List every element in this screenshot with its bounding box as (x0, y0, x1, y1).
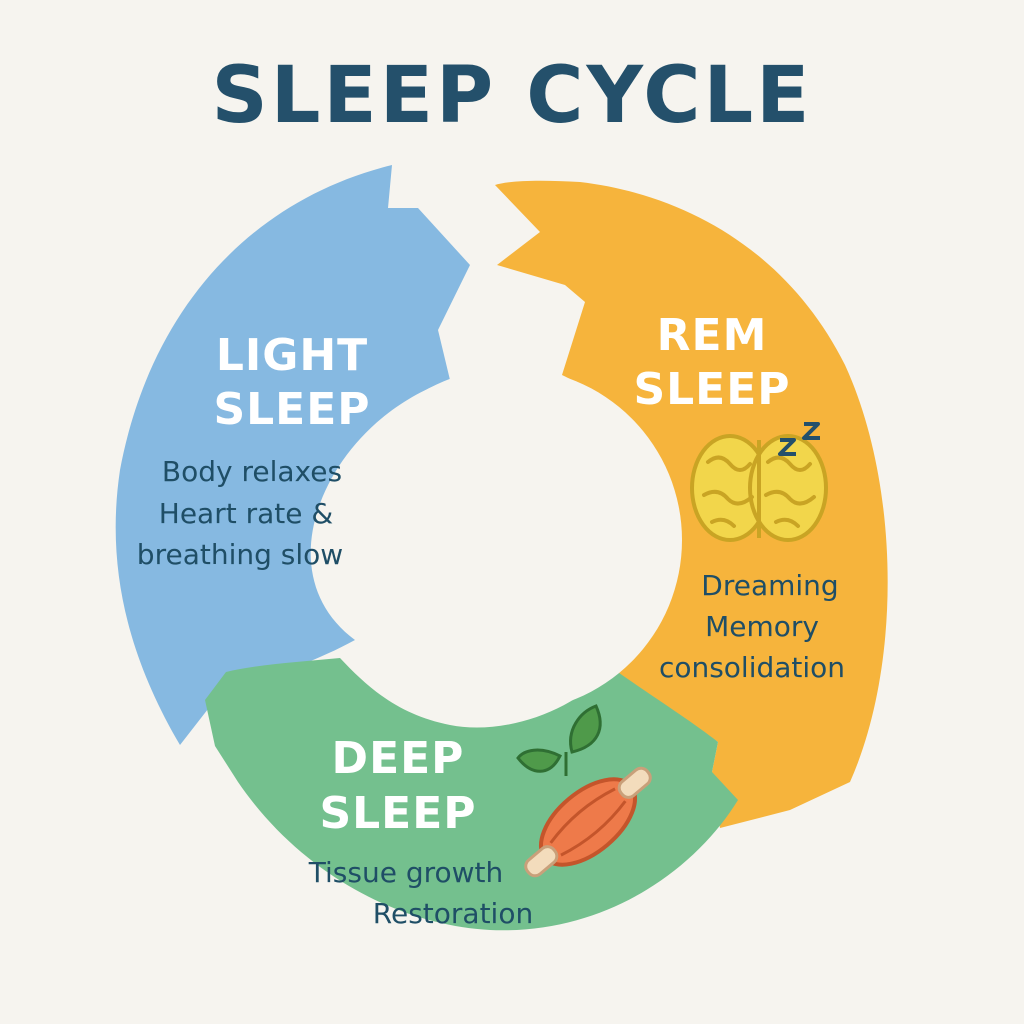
light-sleep-desc-line2: Heart rate & (159, 497, 333, 530)
page-title: SLEEP CYCLE (212, 51, 813, 141)
center-circle (338, 368, 682, 712)
sleep-z-icon (778, 422, 820, 456)
light-sleep-desc-line1: Body relaxes (162, 455, 342, 488)
deep-sleep-title-line2: SLEEP (319, 788, 476, 839)
muscle-leaf-icon (516, 704, 652, 878)
light-sleep-title-line2: SLEEP (213, 384, 370, 435)
light-sleep-title-line1: LIGHT (216, 330, 368, 381)
rem-sleep-desc-line2: Memory (705, 610, 819, 643)
deep-sleep-title-line1: DEEP (332, 733, 465, 784)
deep-sleep-segment (205, 658, 738, 931)
deep-sleep-desc-line1: Tissue growth (308, 856, 504, 889)
rem-sleep-title-line2: SLEEP (633, 364, 790, 415)
brain-icon (690, 434, 828, 542)
light-sleep-desc-line3: breathing slow (137, 538, 343, 571)
rem-sleep-title-line1: REM (657, 310, 768, 361)
light-sleep-segment (115, 165, 470, 745)
deep-sleep-desc-line2: Restoration (373, 897, 533, 930)
rem-sleep-segment (495, 180, 888, 828)
rem-sleep-desc-line3: consolidation (659, 651, 845, 684)
rem-sleep-desc-line1: Dreaming (701, 569, 838, 602)
